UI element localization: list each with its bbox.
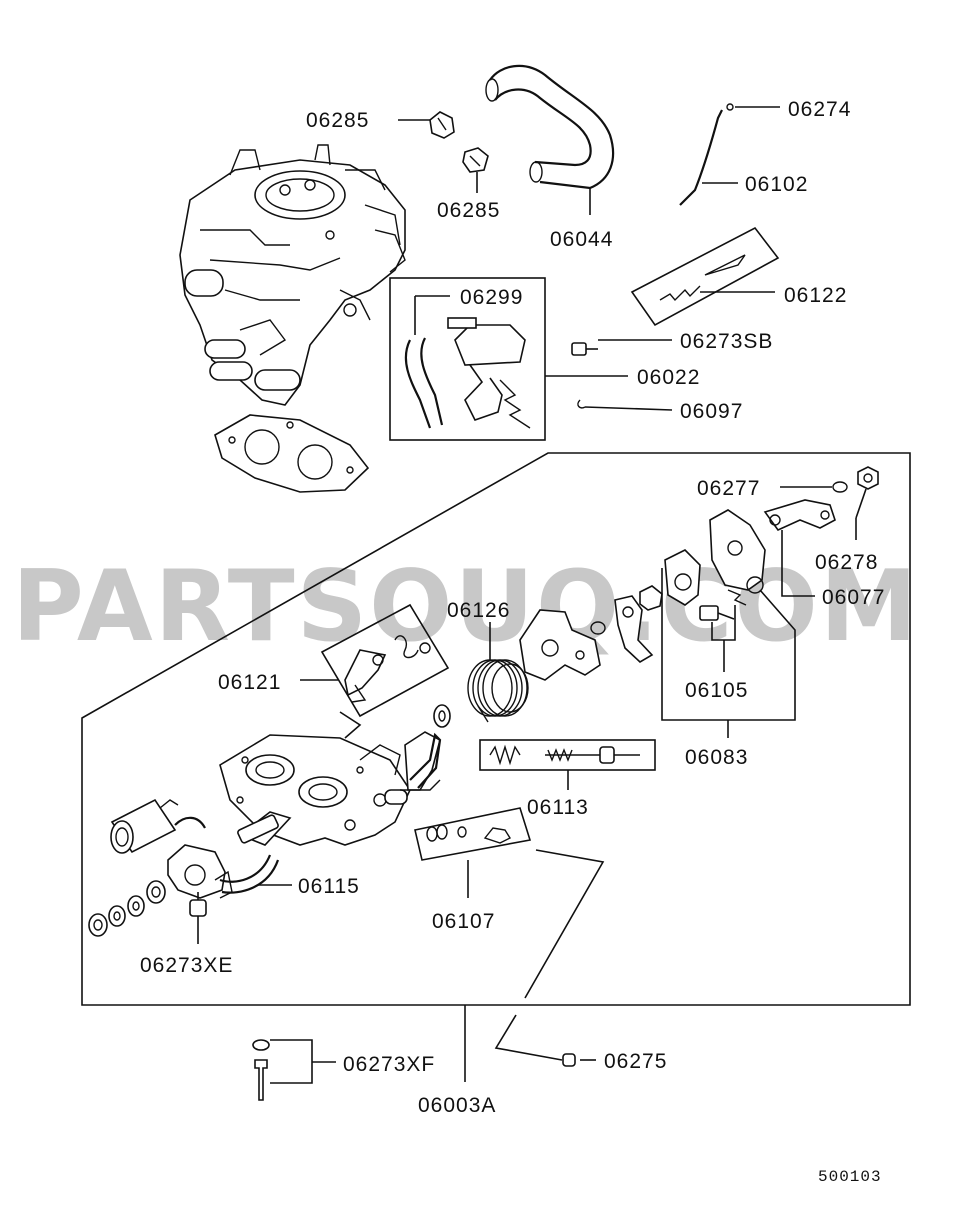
callout-06121[interactable]: 06121 xyxy=(218,671,281,694)
callout-06274[interactable]: 06274 xyxy=(788,98,851,121)
callout-06003A[interactable]: 06003A xyxy=(418,1094,496,1117)
carburetor-gasket-illustration xyxy=(214,414,370,493)
throttle-lever-assembly[interactable] xyxy=(614,509,766,663)
throttle-body-kit-box xyxy=(81,452,911,1006)
spring-kit-06122[interactable] xyxy=(630,226,780,327)
plug-06275[interactable] xyxy=(562,1053,576,1067)
callout-06273SB[interactable]: 06273SB xyxy=(680,330,773,353)
throttle-position-sensor-06115[interactable] xyxy=(167,844,280,899)
clip-06285-lower[interactable] xyxy=(462,147,489,173)
washer-set-left[interactable] xyxy=(88,880,166,937)
nut-06278[interactable] xyxy=(857,466,879,490)
rod-06102[interactable] xyxy=(679,103,734,206)
callout-06275[interactable]: 06275 xyxy=(604,1050,667,1073)
spring-kit-06121[interactable] xyxy=(320,603,450,718)
watermark-text: PARTSOUQ.COM xyxy=(12,550,919,664)
callout-06097[interactable]: 06097 xyxy=(680,400,743,423)
washer-spring[interactable] xyxy=(433,704,451,728)
callout-06077[interactable]: 06077 xyxy=(822,586,885,609)
lever-06077[interactable] xyxy=(763,499,836,531)
callout-06277[interactable]: 06277 xyxy=(697,477,760,500)
callout-06278[interactable]: 06278 xyxy=(815,551,878,574)
screw-set-06273XF[interactable] xyxy=(252,1039,270,1101)
diagram-code: 500103 xyxy=(818,1168,882,1186)
washer-06277[interactable] xyxy=(832,481,848,493)
callout-06102[interactable]: 06102 xyxy=(745,173,808,196)
callout-06285-top[interactable]: 06285 xyxy=(306,109,369,132)
throttle-shaft[interactable] xyxy=(237,814,279,844)
callout-06113[interactable]: 06113 xyxy=(527,796,589,819)
callout-06083[interactable]: 06083 xyxy=(685,746,748,769)
fast-idle-cam[interactable] xyxy=(519,609,606,681)
callout-06105[interactable]: 06105 xyxy=(685,679,748,702)
callout-06273XF[interactable]: 06273XF xyxy=(343,1053,435,1076)
callout-06022[interactable]: 06022 xyxy=(637,366,700,389)
lever-hook[interactable] xyxy=(400,732,442,791)
screw-06105[interactable] xyxy=(699,605,735,621)
screw-kit-06107[interactable] xyxy=(414,807,532,861)
callout-06299[interactable]: 06299 xyxy=(460,286,523,309)
solenoid-valve[interactable] xyxy=(110,798,206,854)
callout-06107[interactable]: 06107 xyxy=(432,910,495,933)
callout-06273XE[interactable]: 06273XE xyxy=(140,954,233,977)
callout-06126[interactable]: 06126 xyxy=(447,599,510,622)
callout-06044[interactable]: 06044 xyxy=(550,228,613,251)
callout-06285-lower[interactable]: 06285 xyxy=(437,199,500,222)
adjusting-screw-kit-06113[interactable] xyxy=(479,739,656,771)
callout-06122[interactable]: 06122 xyxy=(784,284,847,307)
diaphragm-kit-box xyxy=(389,277,546,441)
callout-06115[interactable]: 06115 xyxy=(298,875,360,898)
hose-06044[interactable] xyxy=(485,64,615,190)
clip-06097[interactable] xyxy=(577,399,586,409)
bolt-06273SB[interactable] xyxy=(571,342,598,356)
spring-06126[interactable] xyxy=(467,659,529,723)
carburetor-assembly-illustration xyxy=(179,144,406,406)
diaphragm-06022[interactable] xyxy=(404,317,531,429)
clip-06285-top[interactable] xyxy=(429,111,455,139)
